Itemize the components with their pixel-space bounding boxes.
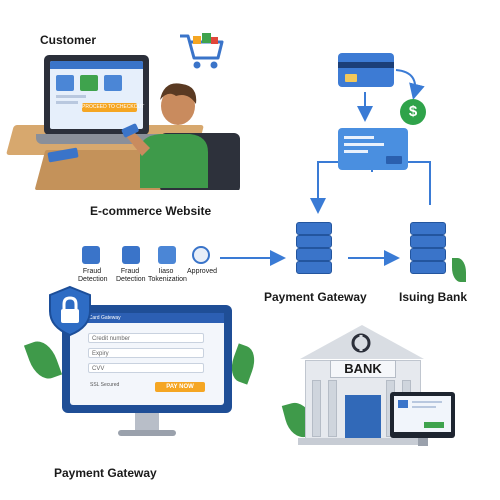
payment-invoice-icon xyxy=(338,128,408,170)
fraud-step-label: Iiaso Tokenization xyxy=(148,268,187,283)
laptop-keyboard xyxy=(36,134,159,144)
bank-steps xyxy=(298,438,426,445)
bank-door xyxy=(345,395,381,440)
monitor-stand xyxy=(135,413,159,431)
bank-logo-icon xyxy=(351,333,371,353)
pay-now-button[interactable]: PAY NOW xyxy=(155,382,205,392)
card-stripe xyxy=(338,62,394,68)
bank-column xyxy=(328,380,337,437)
fraud-step-label: Fraud Detection xyxy=(78,268,108,283)
card-chip-icon xyxy=(345,74,357,82)
customer-label: Customer xyxy=(40,33,97,47)
fraud-detection-icon-1 xyxy=(82,246,100,264)
approved-icon xyxy=(192,246,210,264)
laptop-display xyxy=(50,61,143,129)
fraud-detection-icon-2 xyxy=(122,246,140,264)
plant-leaf xyxy=(452,258,466,282)
bank-sign: BANK xyxy=(330,360,396,378)
dollar-coin-icon: $ xyxy=(400,99,426,125)
lock-shield-icon xyxy=(49,285,91,337)
ecommerce-website-label: E-commerce Website xyxy=(90,204,212,218)
proceed-to-checkout-button[interactable]: PROCEED TO CHECKOUT xyxy=(82,103,145,112)
payment-gateway-label: Payment Gateway xyxy=(264,290,367,304)
fraud-step-label: Fraud Detection xyxy=(116,268,146,283)
arrow-card-to-payment xyxy=(395,69,425,100)
bank-column xyxy=(312,380,321,437)
form-title: Credit Card Gateway xyxy=(70,313,224,323)
shopping-cart-icon xyxy=(180,33,224,69)
payment-gateway-bottom-label: Payment Gateway xyxy=(54,466,157,480)
fraud-step-label: Approved xyxy=(187,268,217,275)
tokenization-icon xyxy=(158,246,176,264)
expiry-field[interactable]: Expiry xyxy=(88,348,204,358)
credit-number-field[interactable]: Credit number xyxy=(88,333,204,343)
issuing-bank-label: Isuing Bank xyxy=(399,290,468,304)
customer-person xyxy=(121,83,240,190)
bank-monitor-display xyxy=(394,396,451,432)
ssl-secured-label: SSL Secured xyxy=(90,382,120,388)
monitor-foot xyxy=(118,430,176,436)
bank-monitor-stand xyxy=(418,438,428,446)
cvv-field[interactable]: CVV xyxy=(88,363,204,373)
